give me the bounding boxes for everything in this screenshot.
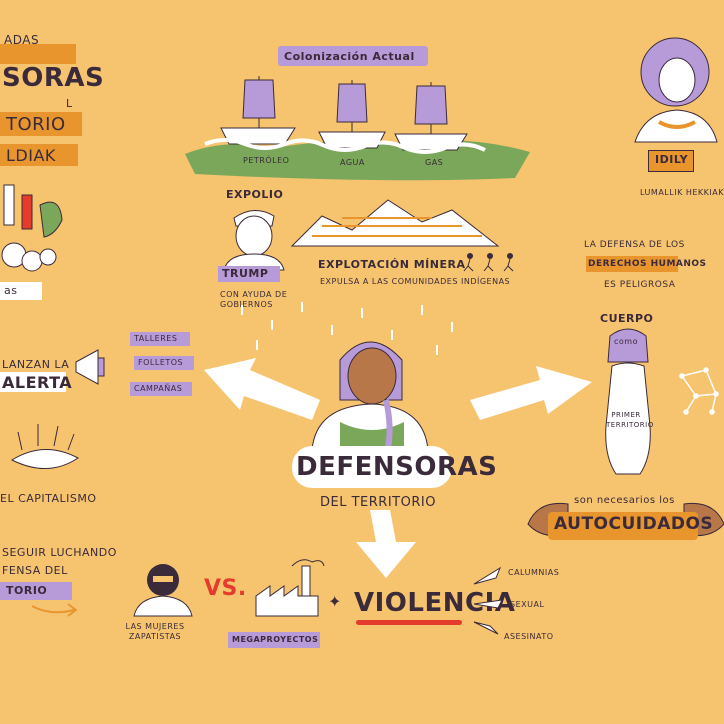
defensora-woman bbox=[311, 341, 429, 451]
alerta-item-band-3 bbox=[130, 382, 192, 396]
mining-landscape bbox=[290, 199, 500, 247]
alerta-lead: LANZAN LA bbox=[2, 358, 70, 371]
violencia-type-asesinato: ASESINATO bbox=[504, 632, 554, 641]
seguir-line2: FENSA DEL bbox=[2, 564, 68, 577]
left-title-band-mid bbox=[0, 112, 82, 136]
body-figure bbox=[605, 328, 651, 475]
left-title-line5: LDIAK bbox=[6, 146, 56, 165]
alerta-band bbox=[0, 372, 66, 392]
network-icon bbox=[679, 367, 719, 415]
alerta-item-band-2 bbox=[134, 356, 194, 370]
trump-portrait bbox=[223, 210, 285, 271]
trump-label: TRUMP bbox=[222, 267, 269, 280]
left-fist-caption: as bbox=[4, 284, 18, 297]
versus-label: VS. bbox=[204, 576, 247, 601]
expolio-title: EXPOLIO bbox=[226, 188, 284, 201]
rain-lines bbox=[241, 302, 453, 355]
left-title-band-low bbox=[0, 144, 78, 166]
alerta-item-campanas: CAMPAÑAS bbox=[134, 384, 183, 393]
expolio-caption: CON AYUDA DE GOBIERNOS bbox=[220, 290, 288, 309]
alerta-item-band-1 bbox=[130, 332, 190, 346]
factory-icon bbox=[255, 559, 325, 617]
derechos-line1: LA DEFENSA DE LOS bbox=[584, 240, 685, 250]
seguir-line1: SEGUIR LUCHANDO bbox=[2, 546, 117, 559]
derechos-band bbox=[586, 256, 678, 272]
mineria-title: EXPLOTACIÓN MÍNERA bbox=[318, 258, 466, 271]
central-arrows bbox=[204, 358, 592, 578]
autocuidados-word: AUTOCUIDADOS bbox=[554, 514, 714, 534]
seguir-line3: TORIO bbox=[6, 584, 48, 597]
trump-band bbox=[218, 266, 280, 282]
zapatistas-label: LAS MUJERES ZAPATISTAS bbox=[125, 622, 185, 641]
alerta-item-talleres: TALLERES bbox=[134, 334, 178, 343]
megaproyectos-label: MEGAPROYECTOS bbox=[232, 635, 319, 644]
portrait-caption: LUMALLIK HEKKIAK bbox=[640, 188, 724, 197]
colonizacion-title: Colonización Actual bbox=[284, 50, 415, 63]
fleeing-people-icon bbox=[463, 253, 514, 272]
label-gas: GAS bbox=[425, 158, 444, 167]
autocuidados-lead: son necesarios los bbox=[574, 495, 675, 506]
zapatista-woman bbox=[133, 564, 193, 617]
violencia-type-sexual: SEXUAL bbox=[510, 600, 545, 609]
left-title-line3: L bbox=[66, 97, 73, 110]
portrait-name-tag: IDILY bbox=[655, 153, 689, 166]
megaproyectos-band bbox=[228, 632, 320, 648]
center-title-band bbox=[292, 446, 452, 488]
plus-symbol: ✦ bbox=[328, 592, 342, 611]
autocuidados-band bbox=[548, 512, 698, 540]
label-petroleo: PETRÓLEO bbox=[243, 156, 290, 165]
left-title-band-top bbox=[0, 44, 76, 64]
violencia-type-calumnias: CALUMNIAS bbox=[508, 568, 560, 577]
portrait-woman bbox=[634, 37, 718, 143]
violencia-underline bbox=[356, 620, 462, 625]
portrait-name-band bbox=[648, 150, 694, 172]
knives-icons bbox=[473, 566, 503, 635]
ships-illustration bbox=[185, 76, 530, 181]
seguir-arrow bbox=[31, 603, 78, 617]
seguir-band bbox=[0, 582, 72, 600]
cuerpo-belly: PRIMER TERRITORIO bbox=[606, 411, 654, 429]
mineria-caption: EXPULSA A LAS COMUNIDADES INDÍGENAS bbox=[320, 277, 511, 286]
alerta-word: ALERTA bbox=[2, 373, 73, 392]
alerta-item-folletos: FOLLETOS bbox=[138, 358, 184, 367]
left-title-line2: SORAS bbox=[2, 63, 105, 93]
left-fist-caption-band bbox=[0, 282, 42, 300]
cuerpo-title: CUERPO bbox=[600, 312, 654, 325]
fists-illustration bbox=[1, 184, 63, 272]
capitalismo-label: EL CAPITALISMO bbox=[0, 492, 97, 505]
center-subtitle: DEL TERRITORIO bbox=[320, 495, 436, 510]
derechos-line2: DERECHOS HUMANOS bbox=[588, 259, 707, 269]
cuerpo-como: como bbox=[614, 337, 638, 346]
derechos-line3: ES PELIGROSA bbox=[604, 280, 676, 290]
left-title-line1: ADAS bbox=[4, 33, 40, 47]
left-title-block: ADAS SORAS L TORIO LDIAK bbox=[0, 30, 104, 180]
center-title: DEFENSORAS bbox=[296, 452, 498, 482]
label-agua: AGUA bbox=[340, 158, 365, 167]
megaphone-icon bbox=[75, 349, 105, 385]
left-title-line4: TORIO bbox=[6, 114, 66, 135]
colonizacion-title-band bbox=[278, 46, 428, 66]
capitalism-monster-icon bbox=[10, 424, 79, 469]
